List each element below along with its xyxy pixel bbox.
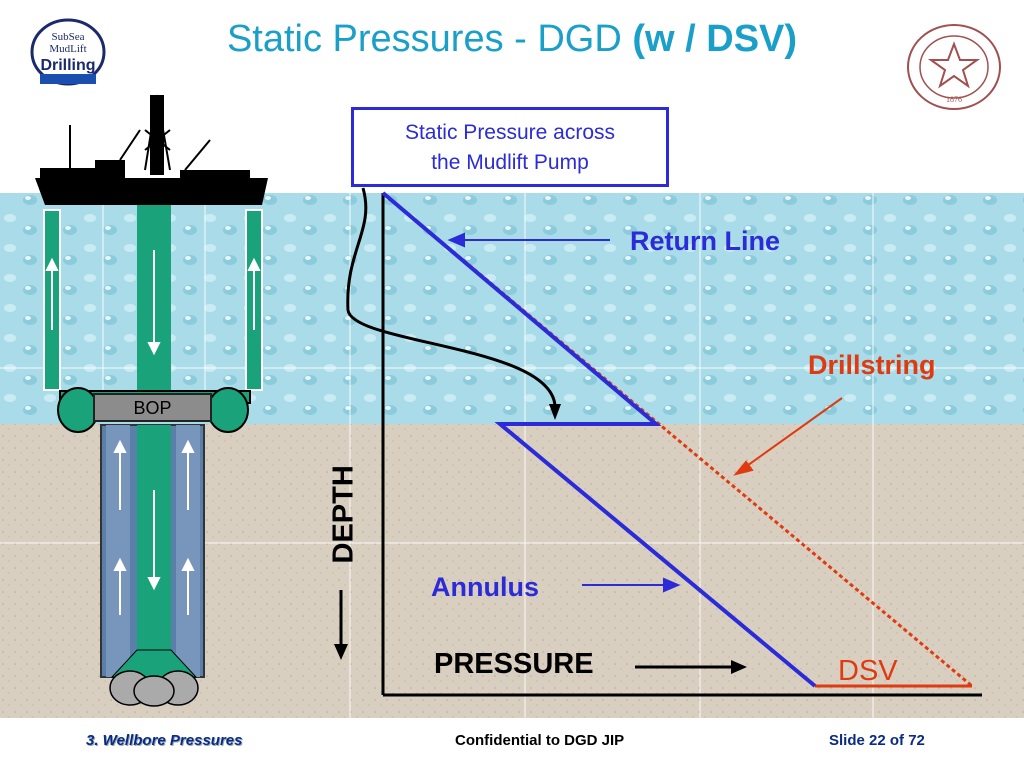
drillstring-arrow [743,397,843,469]
pressure-arrow [731,660,747,674]
title-w: (w / [632,18,707,60]
depth-arrow [334,644,348,660]
bop-label: BOP [93,393,212,422]
drillship [35,94,268,205]
seal-year: 1876 [946,95,962,104]
logo-line3: Drilling [40,57,95,74]
title-dsv: DSV) [706,18,798,60]
return-line-label: Return Line [630,226,781,256]
subsea-mudlift-logo: SubSea MudLift Drilling [30,18,106,86]
drill-bit [110,649,198,678]
footer-section: 3. Wellbore Pressures [86,732,243,749]
footer-confidential: Confidential to DGD JIP [455,732,625,749]
bop-pod-right [207,387,249,433]
bop-pod-left [57,387,99,433]
dsv-label: DSV [838,655,898,687]
university-seal: 1876 [905,22,1003,112]
callout-line2: the Mudlift Pump [431,151,589,174]
drillstring-label: Drillstring [808,350,936,380]
logo-line1: SubSea [52,31,85,43]
footer-slide-number: Slide 22 of 72 [829,732,925,749]
bit-cones [109,670,199,707]
callout-box: Static Pressure across the Mudlift Pump [351,107,669,187]
title-main: Static Pressures - DGD [226,18,633,60]
callout-connector [346,187,557,411]
return-annulus-pressure-line [381,191,817,688]
callout-line1: Static Pressure across [404,121,616,144]
depth-axis-label: DEPTH [327,465,360,564]
annulus-label: Annulus [431,572,539,602]
pressure-axis-label: PRESSURE [434,648,594,680]
logo-line2: MudLift [49,43,86,55]
page-title: Static Pressures - DGD (w / DSV) [0,18,1024,61]
